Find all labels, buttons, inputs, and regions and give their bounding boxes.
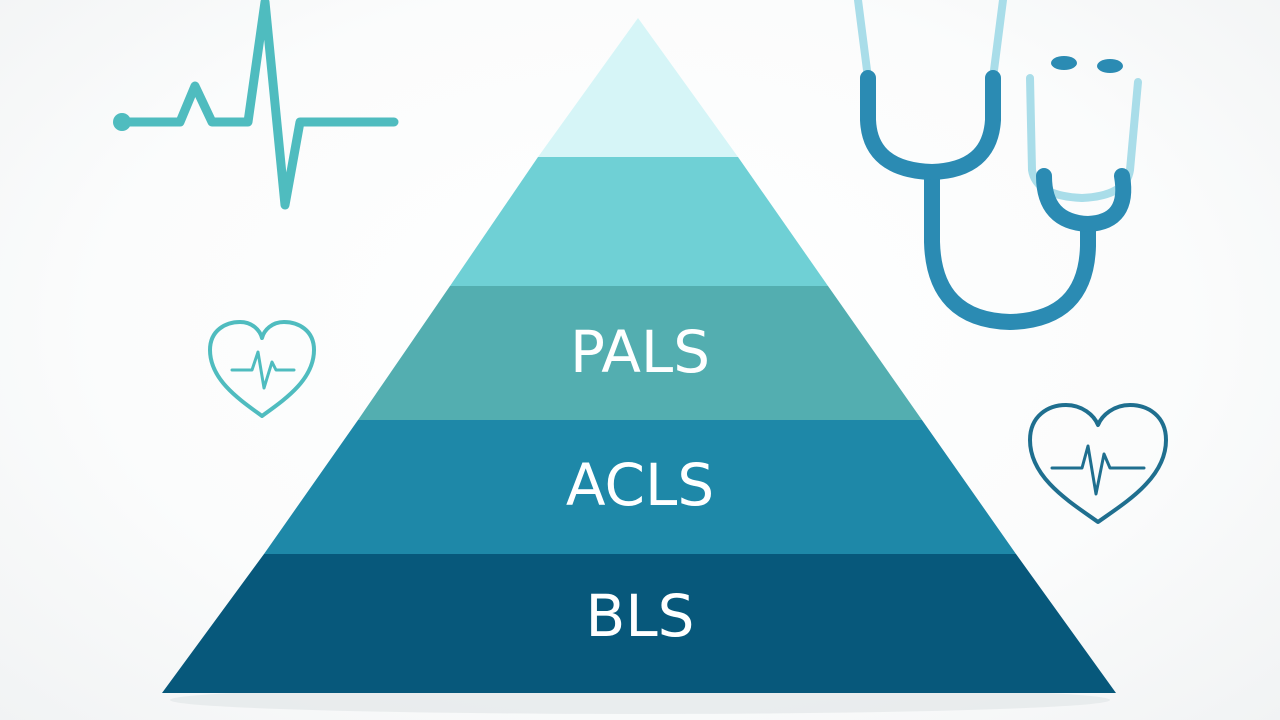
heart-pulse-icon [208, 320, 316, 418]
stethoscope-icon [854, 0, 1142, 330]
pyramid-tier-top [538, 18, 738, 157]
heartbeat-line-icon [113, 0, 399, 210]
pyramid-tier-acls [264, 420, 1016, 554]
pyramid-tier-pals [358, 286, 922, 420]
pyramid: PALS ACLS BLS [162, 18, 1116, 693]
bls-label: BLS [586, 582, 695, 650]
pyramid-tier-upper [450, 157, 828, 286]
acls-label: ACLS [566, 451, 714, 519]
pals-label: PALS [570, 318, 710, 386]
heart-pulse-icon [1028, 403, 1168, 524]
pyramid-tier-bls [162, 554, 1116, 693]
